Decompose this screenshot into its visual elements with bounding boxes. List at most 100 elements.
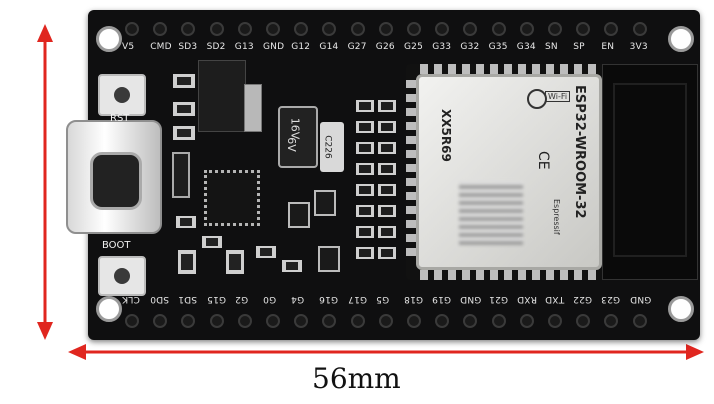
smd-resistor [378, 163, 396, 175]
castellated-pad [434, 64, 442, 74]
pin-hole [125, 314, 139, 328]
smd-component [256, 246, 276, 258]
castellated-pad [518, 270, 526, 280]
castellated-pad [546, 270, 554, 280]
width-dimension-label: 56mm [312, 362, 401, 395]
capacitor-voltage-label: 16V [288, 117, 302, 140]
pin-hole [519, 314, 534, 328]
castellated-pad [476, 64, 484, 74]
button-cap [114, 268, 130, 284]
pin-hole [463, 22, 478, 36]
pin-label: V5 [122, 42, 135, 52]
pin-label: G27 [347, 42, 367, 52]
pin-label: G23 [601, 294, 621, 304]
castellated-pad [448, 270, 456, 280]
smd-resistor [378, 226, 396, 238]
castellated-pad [588, 270, 596, 280]
castellated-pad [560, 64, 568, 74]
castellated-pad [406, 220, 416, 228]
pin-label: G26 [375, 42, 395, 52]
castellated-pad [434, 270, 442, 280]
brand-label: Espressif [552, 199, 561, 235]
pin-hole [491, 22, 506, 36]
pin-label: SD1 [178, 294, 198, 304]
esp32-module: Wi-Fi ESP32-WROOM-32 XX5R69 CE Espressif [406, 64, 698, 280]
pin-label: G22 [573, 294, 593, 304]
pin-label: 3V3 [629, 42, 648, 52]
pin-label: SD0 [150, 294, 170, 304]
smd-component [173, 102, 195, 116]
pin-hole [266, 22, 280, 36]
pin-hole [519, 22, 534, 36]
pin-hole [209, 22, 224, 36]
pin-label: G5 [375, 294, 389, 304]
smd-resistor [356, 163, 374, 175]
pin-label: G25 [404, 42, 424, 52]
pin-label: G34 [516, 42, 536, 52]
smd-component [226, 250, 244, 274]
electrolytic-capacitor [278, 106, 318, 168]
pin-label: G17 [347, 294, 367, 304]
pin-hole [604, 314, 619, 328]
pin-hole [632, 22, 647, 36]
boot-button[interactable] [98, 256, 146, 296]
tantalum-capacitor [320, 122, 344, 172]
pin-label: GND [460, 294, 482, 304]
pin-hole [181, 314, 196, 328]
wifi-mark: Wi-Fi [545, 91, 571, 102]
module-code: XX5R69 [439, 109, 453, 162]
pin-hole [153, 22, 168, 36]
mounting-hole [668, 26, 694, 52]
castellated-pad [490, 270, 498, 280]
castellated-pad [546, 64, 554, 74]
voltage-regulator [198, 60, 246, 132]
pin-label: EN [601, 42, 615, 52]
castellated-pad [406, 108, 416, 116]
module-title: ESP32-WROOM-32 [572, 85, 587, 219]
castellated-pad [420, 270, 428, 280]
pin-hole [294, 22, 309, 36]
castellated-pad [462, 64, 470, 74]
pin-label: G14 [319, 42, 339, 52]
transistor [318, 246, 340, 272]
castellated-pad [490, 64, 498, 74]
ce-mark: CE [535, 151, 551, 170]
pin-hole [209, 314, 224, 328]
pin-hole [266, 314, 280, 328]
pin-label: G0 [263, 294, 277, 304]
pin-label: G18 [404, 294, 424, 304]
castellated-pad [406, 122, 416, 130]
pin-label: G2 [234, 294, 248, 304]
pin-hole [378, 22, 393, 36]
espressif-logo-icon [527, 89, 547, 109]
pin-label: CMD [150, 42, 172, 52]
castellated-pad [588, 64, 596, 74]
pin-hole [407, 314, 421, 328]
castellated-pad [420, 64, 428, 74]
smd-component [202, 236, 222, 248]
pin-label: G15 [206, 294, 226, 304]
pin-hole [322, 314, 337, 328]
pin-hole [350, 22, 365, 36]
pin-label: SP [573, 42, 585, 52]
pin-label: G12 [291, 42, 311, 52]
usb-c-connector [66, 120, 162, 234]
castellated-pad [406, 94, 416, 102]
pin-hole [378, 314, 393, 328]
pin-hole [463, 314, 478, 328]
pin-label: G35 [488, 42, 508, 52]
pin-label: GND [629, 294, 651, 304]
mounting-hole [96, 296, 122, 322]
pin-label: RXD [516, 294, 537, 304]
castellated-pad [532, 270, 540, 280]
pin-label: TXD [545, 294, 565, 304]
rst-button[interactable] [98, 74, 146, 116]
pin-label: G32 [460, 42, 480, 52]
pin-hole [181, 22, 196, 36]
pin-hole [435, 22, 450, 36]
smd-resistor [356, 205, 374, 217]
pin-label: GND [263, 42, 285, 52]
antenna-trace [613, 83, 687, 257]
pin-label: G33 [432, 42, 452, 52]
capacitor-code-label: C226 [322, 135, 333, 159]
